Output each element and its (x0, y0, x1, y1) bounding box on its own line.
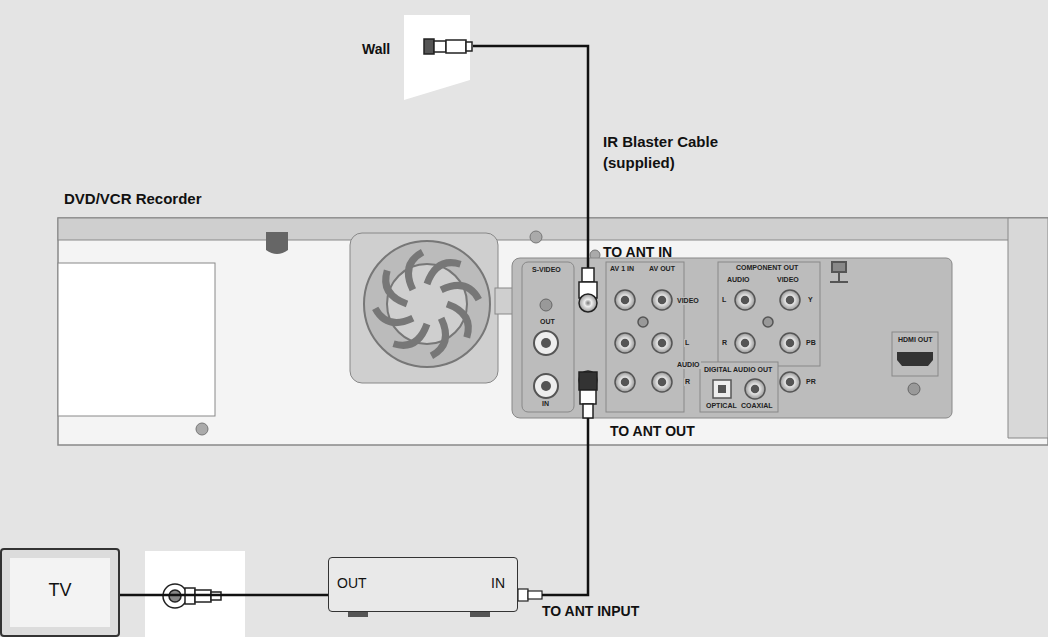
port-label: AUDIO (676, 361, 701, 369)
node-text: TV (48, 580, 71, 601)
cable-box: OUT IN (328, 557, 518, 612)
port-label: L (721, 296, 727, 304)
port-label: VIDEO (676, 297, 700, 305)
in-plug (518, 589, 542, 601)
port-label: IN (541, 400, 550, 408)
node-text: IN (491, 575, 505, 591)
port-label: OUT (539, 318, 556, 326)
node-text: OUT (337, 575, 367, 591)
port-label: S-VIDEO (531, 266, 562, 274)
port-label: OPTICAL (705, 402, 738, 410)
recorder-body (58, 218, 1048, 445)
tv: TV (0, 548, 120, 637)
port-label: AV OUT (648, 265, 676, 273)
port-label: HDMI OUT (897, 336, 934, 344)
node-text: Wall (362, 41, 390, 57)
port-label: COMPONENT OUT (735, 264, 799, 272)
port-label: AUDIO (726, 276, 751, 284)
cable (542, 445, 588, 595)
port-label: R (721, 339, 728, 347)
connection-label: TO ANT IN (603, 244, 672, 260)
cable (473, 46, 588, 218)
port-label: COAXIAL (740, 402, 774, 410)
port-label: L (684, 339, 690, 347)
wall-outlet: Wall (358, 15, 473, 100)
rf-plug (579, 218, 597, 445)
port-label: PR (805, 378, 817, 386)
wall-plug (424, 39, 472, 54)
connection-label: TO ANT OUT (610, 423, 695, 439)
port-label: VIDEO (776, 276, 800, 284)
connection-label: TO ANT INPUT (542, 603, 639, 619)
port-label: PB (805, 339, 817, 347)
port-label: R (684, 378, 691, 386)
cable-label: IR Blaster Cable (supplied) (603, 131, 738, 173)
port-label: AV 1 IN (609, 265, 635, 273)
node-text: DVD/VCR Recorder (64, 190, 202, 207)
port-label: DIGITAL AUDIO OUT (703, 366, 773, 374)
cable (120, 594, 328, 597)
wall-panel (404, 15, 470, 100)
recorder: DVD/VCR Recorder (58, 218, 1048, 445)
port-label: Y (807, 296, 814, 304)
